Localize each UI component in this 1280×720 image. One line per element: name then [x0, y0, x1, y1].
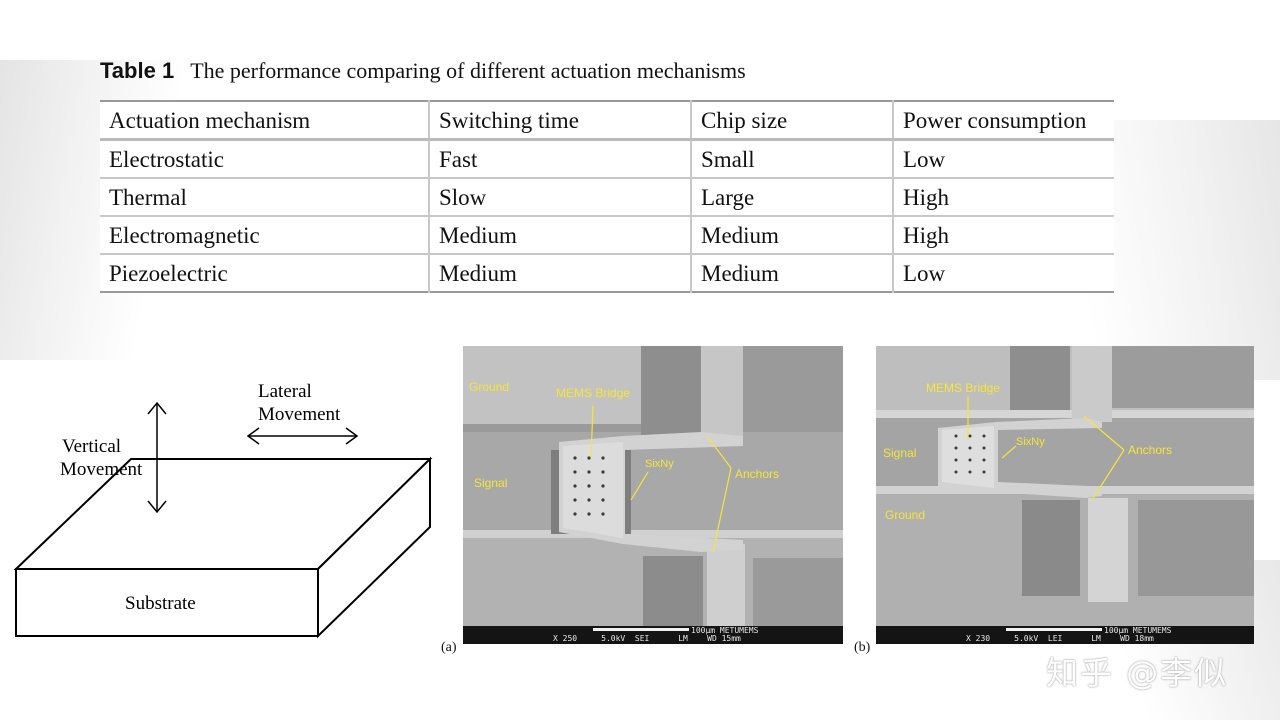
sem-a-anchors-label: Anchors	[735, 467, 780, 481]
table-row: Electromagnetic Medium Medium High	[100, 216, 1114, 254]
substrate-label: Substrate	[125, 593, 196, 614]
table-cell: Low	[892, 139, 1114, 178]
zhihu-watermark: 知乎 @李似	[1046, 654, 1229, 692]
sem-b-ground-label: Ground	[885, 508, 926, 522]
table-cell: Medium	[690, 254, 893, 292]
sem-a-sixny-label: SixNy	[645, 458, 674, 470]
sem-image-a-drawing	[463, 346, 843, 626]
table-cell: Piezoelectric	[109, 260, 228, 286]
performance-table: Actuation mechanism Switching time Chip …	[100, 100, 1114, 293]
table-label: Table 1	[100, 58, 175, 83]
table-header-row: Actuation mechanism Switching time Chip …	[100, 101, 1114, 140]
table-cell: Electrostatic	[109, 146, 224, 172]
sem-b-mems-bridge-label: MEMS Bridge	[926, 381, 1001, 395]
table-row: Thermal Slow Large High	[100, 178, 1114, 216]
table-cell: Medium	[428, 216, 691, 254]
table-cell: High	[892, 216, 1114, 254]
sem-image-b: MEMS Bridge Signal SixNy Anchors Ground …	[876, 346, 1254, 644]
table-row: Piezoelectric Medium Medium Low	[100, 254, 1114, 292]
lateral-label-line2: Movement	[258, 404, 341, 425]
table-cell: Large	[690, 178, 893, 216]
sem-a-signal-label: Signal	[474, 476, 508, 490]
panel-letter-a: (a)	[441, 640, 457, 655]
sem-b-sixny-label: SixNy	[1016, 436, 1045, 448]
sem-b-info-text: X 230 5.0kV LEI LM WD 18mm	[966, 634, 1154, 643]
sem-a-info-bar: 100μm METUMEMS X 250 5.0kV SEI LM WD 15m…	[463, 626, 843, 644]
vertical-arrow	[147, 401, 167, 514]
scale-bar	[1006, 628, 1102, 631]
column-header: Power consumption	[892, 101, 1114, 140]
table-cell: Electromagnetic	[109, 222, 260, 248]
sem-b-signal-label: Signal	[883, 446, 917, 460]
sem-a-ground-label: Ground	[469, 380, 510, 394]
table-cell: High	[892, 178, 1114, 216]
sem-image-a: Ground MEMS Bridge Signal SixNy Anchors …	[463, 346, 843, 644]
vertical-label-line2: Movement	[60, 459, 143, 480]
table-cell: Low	[892, 254, 1114, 292]
vertical-label-line1: Vertical	[62, 436, 121, 457]
sem-b-info-bar: 100μm METUMEMS X 230 5.0kV LEI LM WD 18m…	[876, 626, 1254, 644]
sem-a-scale-text: 100μm METUMEMS	[691, 626, 759, 635]
movement-diagram: Lateral Movement Vertical Movement Subst…	[13, 381, 433, 639]
sem-b-anchors-label: Anchors	[1128, 443, 1173, 457]
table-cell: Thermal	[109, 184, 187, 210]
panel-letter-b: (b)	[854, 640, 871, 655]
table-caption: Table 1 The performance comparing of diff…	[100, 58, 746, 84]
sem-image-b-drawing	[876, 346, 1254, 626]
scale-bar	[593, 628, 689, 631]
table-cell: Medium	[428, 254, 691, 292]
table-cell: Fast	[428, 139, 691, 178]
column-header: Switching time	[428, 101, 691, 140]
lateral-label-line1: Lateral	[258, 381, 312, 402]
table-cell: Small	[690, 139, 893, 178]
table-cell: Medium	[690, 216, 893, 254]
table-cell: Slow	[428, 178, 691, 216]
table-title: The performance comparing of different a…	[190, 58, 746, 83]
table-row: Electrostatic Fast Small Low	[100, 139, 1114, 178]
column-header: Chip size	[690, 101, 893, 140]
column-header: Actuation mechanism	[109, 107, 311, 133]
sem-b-scale-text: 100μm METUMEMS	[1104, 626, 1172, 635]
substrate-block	[13, 456, 433, 639]
sem-a-mems-bridge-label: MEMS Bridge	[556, 386, 631, 400]
sem-a-info-text: X 250 5.0kV SEI LM WD 15mm	[553, 634, 741, 643]
lateral-arrow	[246, 427, 359, 445]
